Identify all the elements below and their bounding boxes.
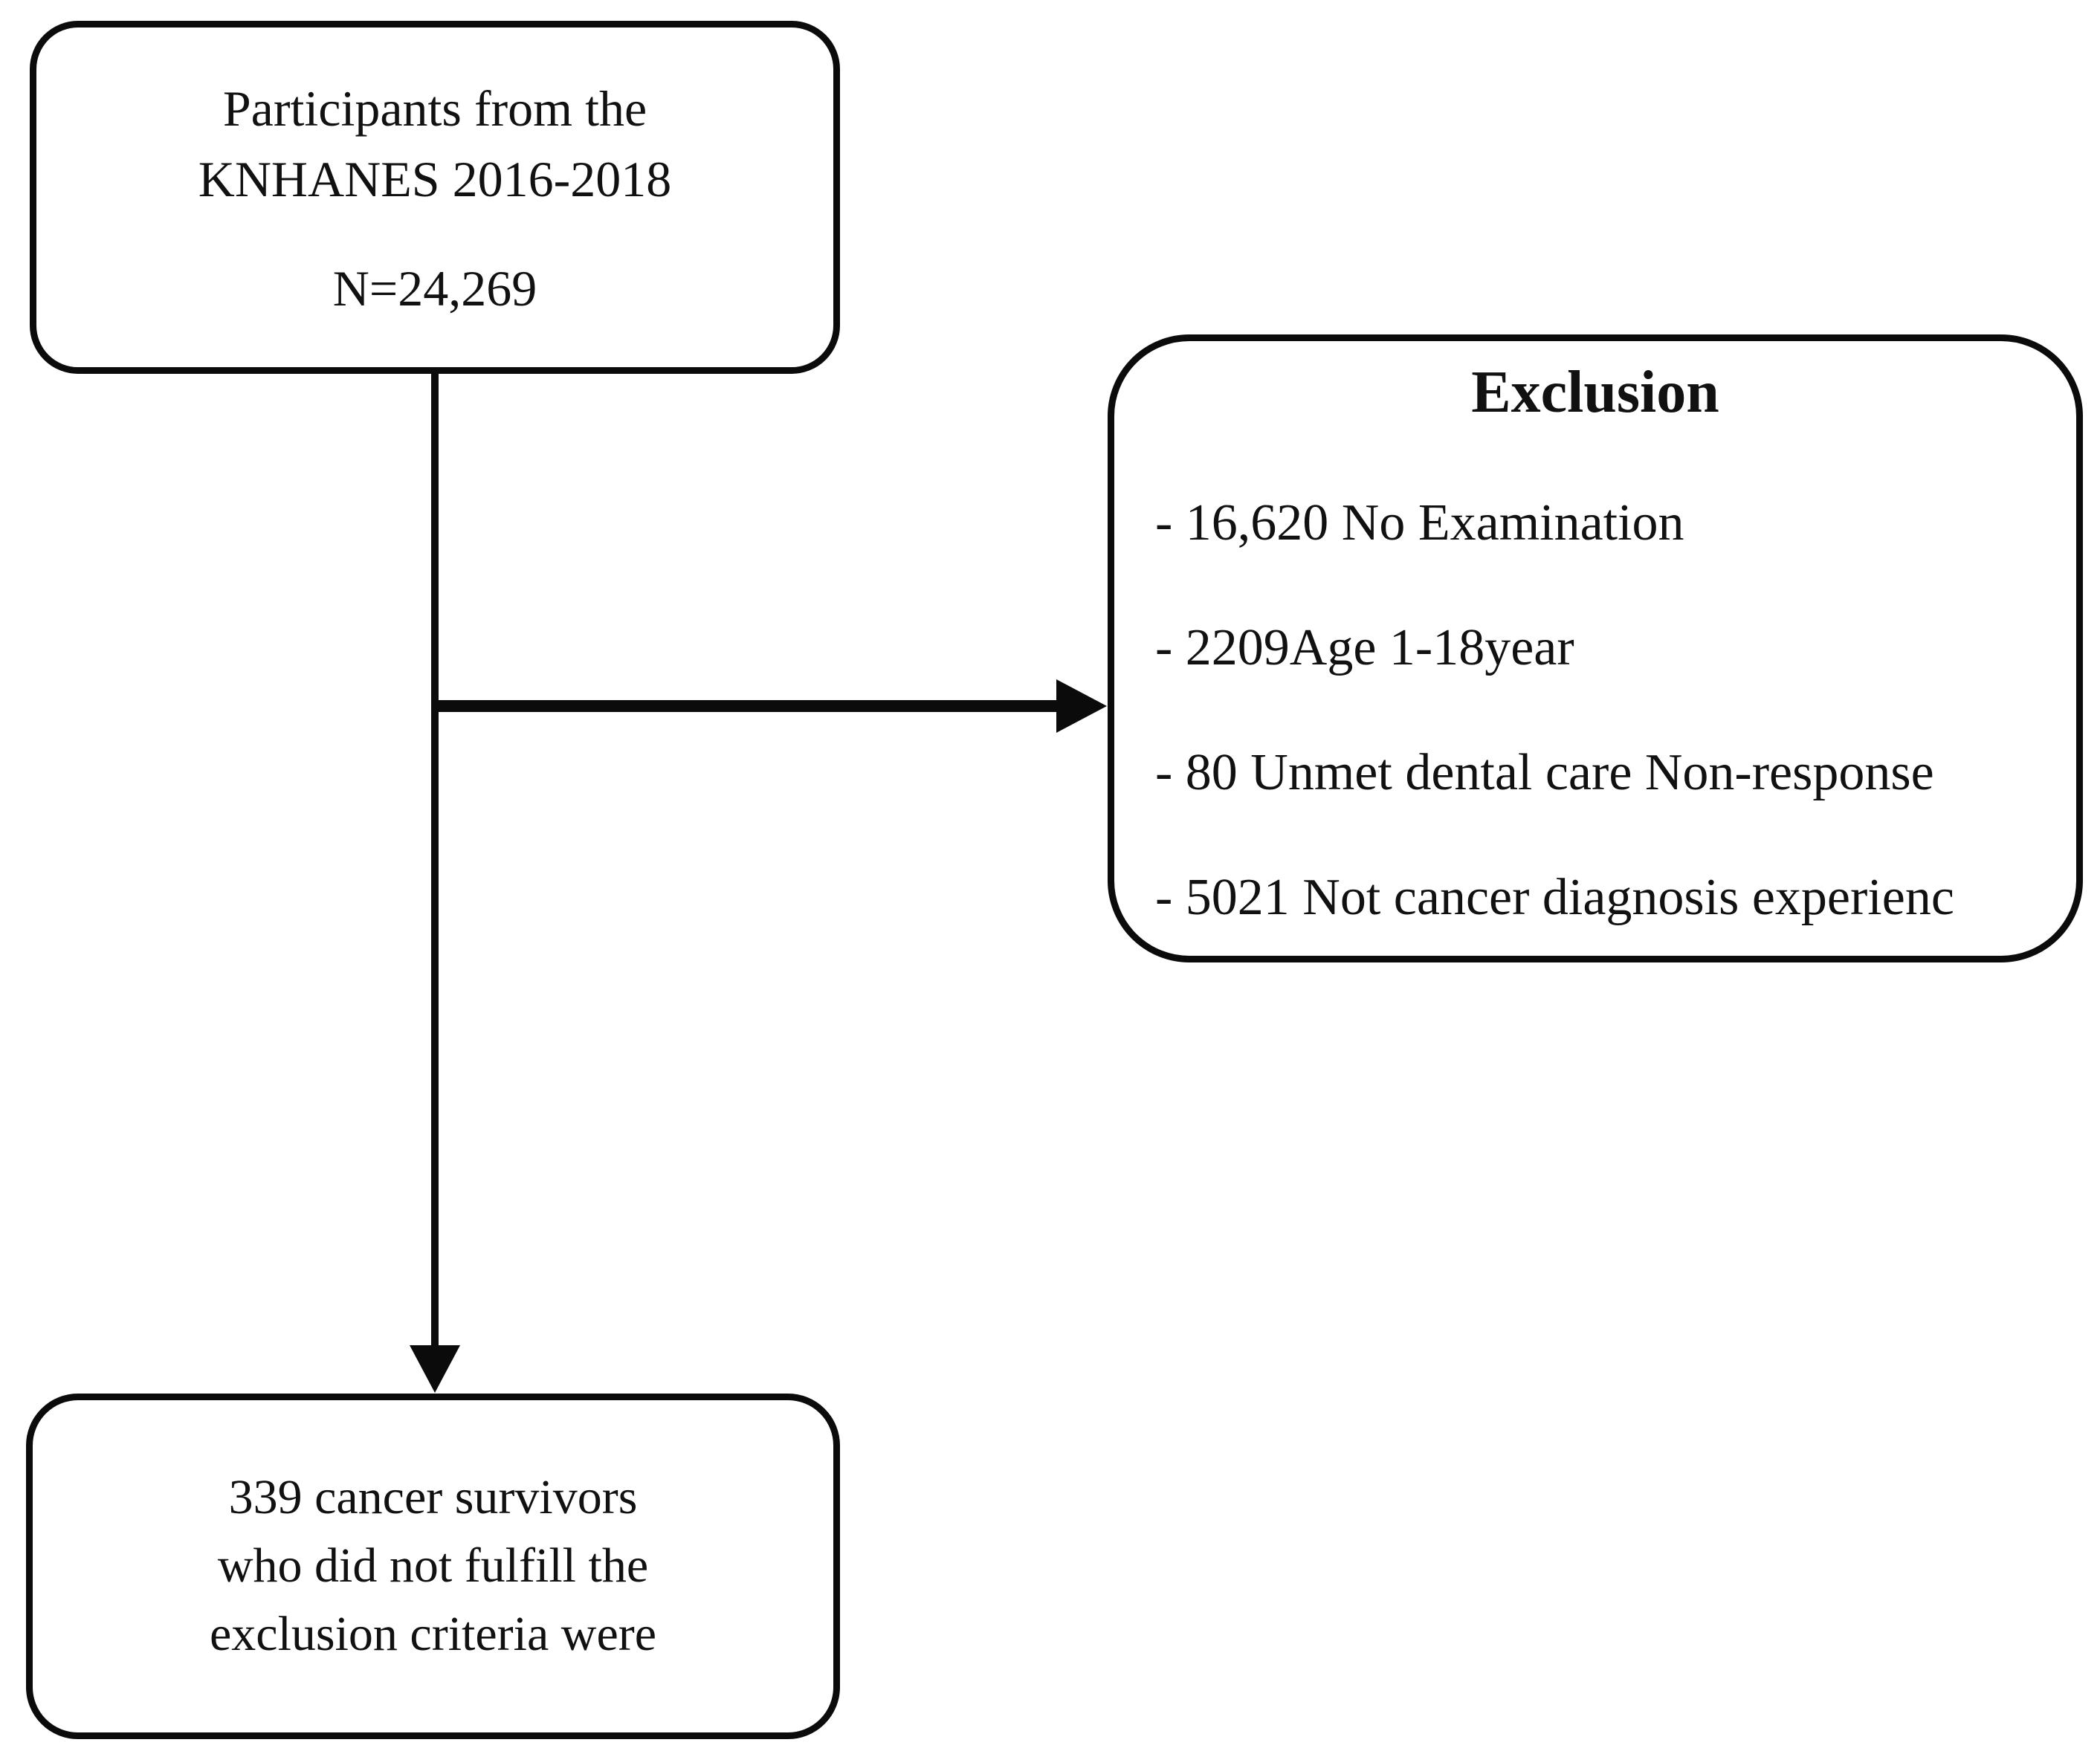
participants-line-2: KNHANES 2016-2018: [198, 151, 672, 207]
result-box: 339 cancer survivors who did not fulfill…: [26, 1394, 840, 1739]
exclusion-item-no-examination: - 16,620 No Examination: [1155, 494, 1684, 551]
result-line-3: exclusion criteria were: [209, 1607, 657, 1661]
horizontal-connector-line: [435, 700, 1058, 712]
exclusion-item-unmet-dental: - 80 Unmet dental care Non-response: [1155, 744, 1934, 801]
participants-count: N=24,269: [332, 260, 537, 317]
exclusion-title: Exclusion: [1471, 360, 1719, 425]
exclusion-item-age: - 2209Age 1-18year: [1155, 619, 1574, 676]
participants-box: Participants from the KNHANES 2016-2018 …: [30, 21, 840, 374]
result-line-1: 339 cancer survivors: [228, 1470, 638, 1524]
right-arrow-icon: [1056, 679, 1107, 733]
vertical-connector-line: [431, 372, 439, 1347]
participants-line-1: Participants from the: [222, 80, 647, 137]
down-arrow-icon: [410, 1345, 460, 1393]
exclusion-item-not-cancer: - 5021 Not cancer diagnosis experienc: [1155, 869, 1954, 926]
exclusion-box: Exclusion - 16,620 No Examination - 2209…: [1108, 334, 2083, 962]
result-line-2: who did not fulfill the: [217, 1538, 649, 1593]
